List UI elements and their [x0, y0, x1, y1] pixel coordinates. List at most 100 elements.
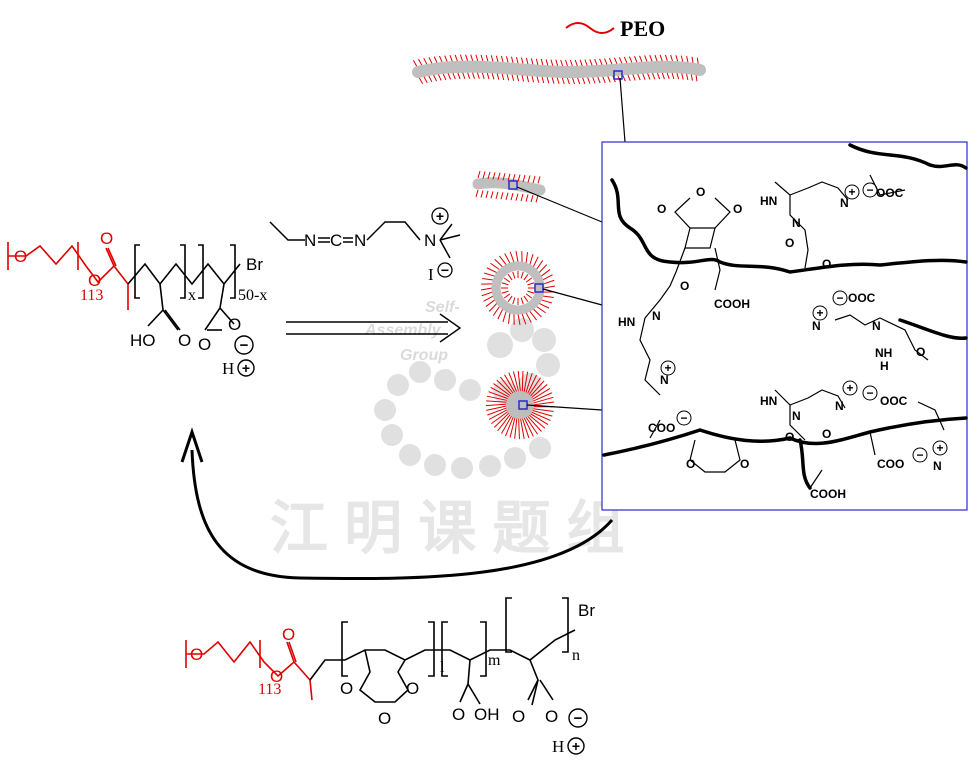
zoom-coo-2: COO: [877, 457, 904, 471]
worm-peo-chain: [632, 74, 636, 81]
peo-legend-label: PEO: [620, 16, 665, 41]
vesicle-inner-peo: [507, 273, 513, 281]
rod-peo-chain: [500, 192, 504, 200]
subscript-l: l: [440, 659, 445, 676]
zoom-n-2: N: [652, 309, 661, 323]
vesicle-inner-peo: [525, 277, 533, 283]
worm-peo-chain: [536, 76, 540, 83]
zoom-o-8: O: [785, 430, 794, 444]
zoom-n-plus-5: N: [933, 459, 942, 473]
peo-subscript: 113: [80, 287, 103, 304]
rod-peo-chain: [507, 173, 511, 181]
zoom-box: O O O O COOH HN N O O N OOC OOC HN N N N…: [601, 141, 968, 511]
vesicle-outer-peo: [541, 299, 553, 304]
worm-peo-chain: [556, 77, 560, 84]
subscript-m: m: [488, 652, 501, 669]
worm-peo-chain: [628, 56, 633, 63]
zoom-o-7: O: [916, 345, 925, 359]
b-o-6: O: [545, 707, 558, 726]
worm-peo-chain: [475, 54, 479, 61]
sphere-peo-chain: [504, 374, 516, 394]
zoom-o-10: O: [686, 457, 695, 471]
worm-peo-chain: [550, 59, 554, 66]
zoom-o-6: O: [822, 257, 831, 271]
b-oh: OH: [474, 705, 500, 724]
worm-peo-chain: [496, 73, 500, 80]
worm-peo-chain: [511, 74, 515, 81]
vesicle-inner-peo: [525, 293, 533, 299]
worm-peo-chain: [500, 55, 504, 63]
vesicle-outer-peo: [536, 305, 546, 314]
vesicle-outer-peo: [485, 299, 496, 307]
zoom-minus-2: −: [836, 291, 843, 305]
worm-peo-chain: [644, 55, 648, 62]
vesicle: [480, 250, 556, 326]
sphere-peo-chain: [512, 371, 520, 393]
zoom-o-5: O: [785, 236, 794, 250]
vesicle-outer-peo: [497, 308, 504, 320]
worm-peo-chain: [472, 72, 475, 79]
worm-peo-chain: [454, 54, 458, 62]
sphere-peo-chain: [487, 407, 508, 416]
zoom-plus-2: +: [664, 361, 671, 375]
worm-peo-chain: [485, 54, 489, 62]
zoom-n-plus-2: N: [660, 373, 669, 387]
vesicle-inner-peo: [523, 295, 529, 303]
vesicle-outer-peo: [482, 277, 494, 281]
rod-peo-chain: [505, 192, 509, 200]
sphere-peo-chain: [530, 411, 551, 421]
worm-peo-chain: [637, 73, 641, 81]
sphere-peo-chain: [509, 416, 516, 438]
rod-peo-chain: [475, 189, 479, 198]
worm-peo-chain: [608, 57, 613, 65]
zoom-cooh-2: COOH: [810, 487, 846, 501]
vesicle-outer-peo: [480, 287, 493, 291]
sphere-peo-chain: [529, 412, 549, 425]
vesicle-outer-peo: [492, 306, 501, 316]
vesicle-inner-peo: [523, 273, 529, 281]
rod-peo-chain: [477, 170, 481, 179]
vesicle-outer-peo: [481, 291, 493, 297]
sphere-peo-chain: [525, 416, 539, 435]
watermark-line-2: Assembly: [364, 322, 442, 339]
worm-peo-chain: [546, 77, 550, 84]
rod-peo-chain: [532, 175, 536, 184]
vesicle-inner-peo: [503, 277, 511, 283]
sphere-peo-chain: [526, 415, 542, 432]
zoom-nh: NH: [875, 346, 892, 360]
vesicle-inner-peo: [527, 282, 535, 286]
worm-peo-chain: [633, 55, 638, 63]
top-h: H: [222, 359, 234, 378]
sphere-peo-chain: [521, 370, 524, 393]
vesicle-outer-peo: [525, 252, 529, 264]
top-ho: HO: [130, 331, 156, 350]
vesicle-outer-peo: [529, 253, 534, 265]
top-polymer-structure: O O O 113 x 50-x Br HO O O O − H +: [7, 229, 267, 378]
worm-peo-chain: [449, 54, 453, 62]
worm-peo-chain: [515, 57, 519, 64]
sphere-peo-chain: [488, 409, 509, 420]
sphere-peo-chain: [531, 409, 553, 417]
rod-peo-chain: [525, 194, 529, 202]
worm-peo-chain: [452, 72, 456, 80]
reaction-arrow: [286, 313, 462, 343]
zoom-plus-5: +: [936, 441, 943, 455]
rod-peo-chain: [502, 173, 506, 181]
vesicle-outer-peo: [486, 267, 498, 274]
vesicle-outer-peo: [542, 274, 553, 281]
top-br: Br: [246, 255, 263, 274]
worm-peo-chain: [412, 60, 418, 67]
rod-peo-chain: [537, 176, 541, 184]
subscript-50-x: 50-x: [238, 287, 267, 304]
zoom-connectors: [516, 77, 626, 411]
vesicle-inner-peo: [512, 271, 516, 279]
vesicle-outer-peo: [502, 311, 507, 323]
worm-peo-chain: [506, 74, 510, 81]
subscript-x: x: [188, 287, 196, 304]
vesicle-inner-peo: [507, 295, 513, 303]
zoom-n-4: N: [792, 409, 801, 423]
worm-peo-chain: [572, 77, 576, 85]
zoom-n-1: N: [792, 216, 801, 230]
vesicle-outer-peo: [529, 310, 537, 321]
vesicle-outer-peo: [517, 313, 521, 326]
